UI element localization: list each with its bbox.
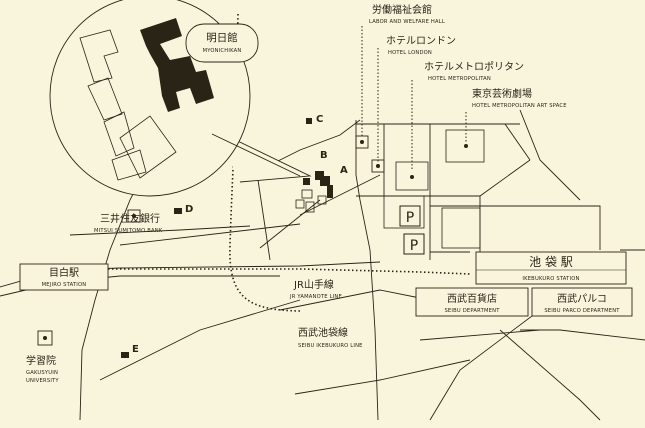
jr-line-en: JR YAMANOTE LINE [289, 294, 342, 300]
marker-e-building [121, 352, 129, 358]
inset-myonichikan-building [140, 18, 214, 112]
mitsui-bank-en: MITSUI SUMITOMO BANK [94, 228, 163, 234]
parking-2-box [403, 233, 425, 255]
myonichikan-building [315, 171, 333, 198]
gakushuin-en2: UNIVERSITY [26, 378, 59, 384]
inset-title: 明日館 [206, 31, 238, 44]
ikebukuro-en: IKEBUKURO STATION [522, 276, 579, 282]
inset-label-box [185, 23, 259, 63]
marker-d-building [174, 208, 182, 214]
leader-lines [361, 26, 467, 170]
inset-pointer-cover [211, 133, 301, 177]
seibu-dept-en: SEIBU DEPARTMENT [444, 308, 500, 314]
parking-1-label: P [406, 210, 414, 226]
hotel-metropolitan-jp: ホテルメトロポリタン [424, 61, 524, 73]
marker-c: C [316, 114, 323, 125]
mejiro-station-box [19, 263, 109, 291]
art-space-en: HOTEL METROPOLITAN ART SPACE [472, 103, 567, 109]
hotel-london-jp: ホテルロンドン [386, 35, 456, 47]
seibu-dept-jp: 西武百貨店 [447, 292, 497, 305]
ikebukuro-station-box [475, 251, 627, 285]
building-outlines [295, 129, 485, 249]
marker-e: E [132, 344, 139, 355]
gakushuin-en1: GAKUSYUIN [26, 370, 58, 376]
parking-2-label: P [410, 238, 418, 254]
hotel-metropolitan-en: HOTEL METROPOLITAN [428, 76, 491, 82]
seibu-line-jp: 西武池袋線 [298, 326, 348, 339]
marker-b: B [320, 150, 328, 161]
seibu-parco-en: SEIBU PARCO DEPARTMENT [544, 308, 620, 314]
marker-c-building [306, 118, 312, 124]
marker-a: A [340, 165, 348, 176]
inset-outlines [79, 29, 177, 181]
hotel-london-en: HOTEL LONDON [388, 50, 432, 56]
gakushuin-jp: 学習院 [26, 354, 56, 367]
parking-1-box [399, 205, 421, 227]
mejiro-jp: 目白駅 [49, 266, 79, 279]
seibu-department-box [415, 287, 529, 317]
seibu-parco-jp: 西武パルコ [557, 292, 607, 305]
seibu-parco-box [531, 287, 633, 317]
seibu-line-en: SEIBU IKEBUKURO LINE [298, 343, 363, 349]
ikebukuro-jp: 池 袋 駅 [529, 255, 573, 269]
mejiro-en: MEJIRO STATION [42, 282, 87, 288]
landmark-dots [37, 135, 468, 346]
seibu-ikebukuro-line [100, 268, 471, 275]
marker-d: D [185, 204, 193, 215]
inset-subtitle: MYONICHIKAN [203, 48, 242, 54]
labor-hall-en: LABOR AND WELFARE HALL [369, 19, 445, 25]
art-space-jp: 東京芸術劇場 [472, 87, 532, 100]
jr-line-jp: JR山手線 [293, 278, 334, 291]
mitsui-bank-jp: 三井住友銀行 [100, 212, 160, 225]
marker-b-building [303, 178, 310, 185]
labor-hall-jp: 労働福祉会館 [372, 3, 432, 16]
